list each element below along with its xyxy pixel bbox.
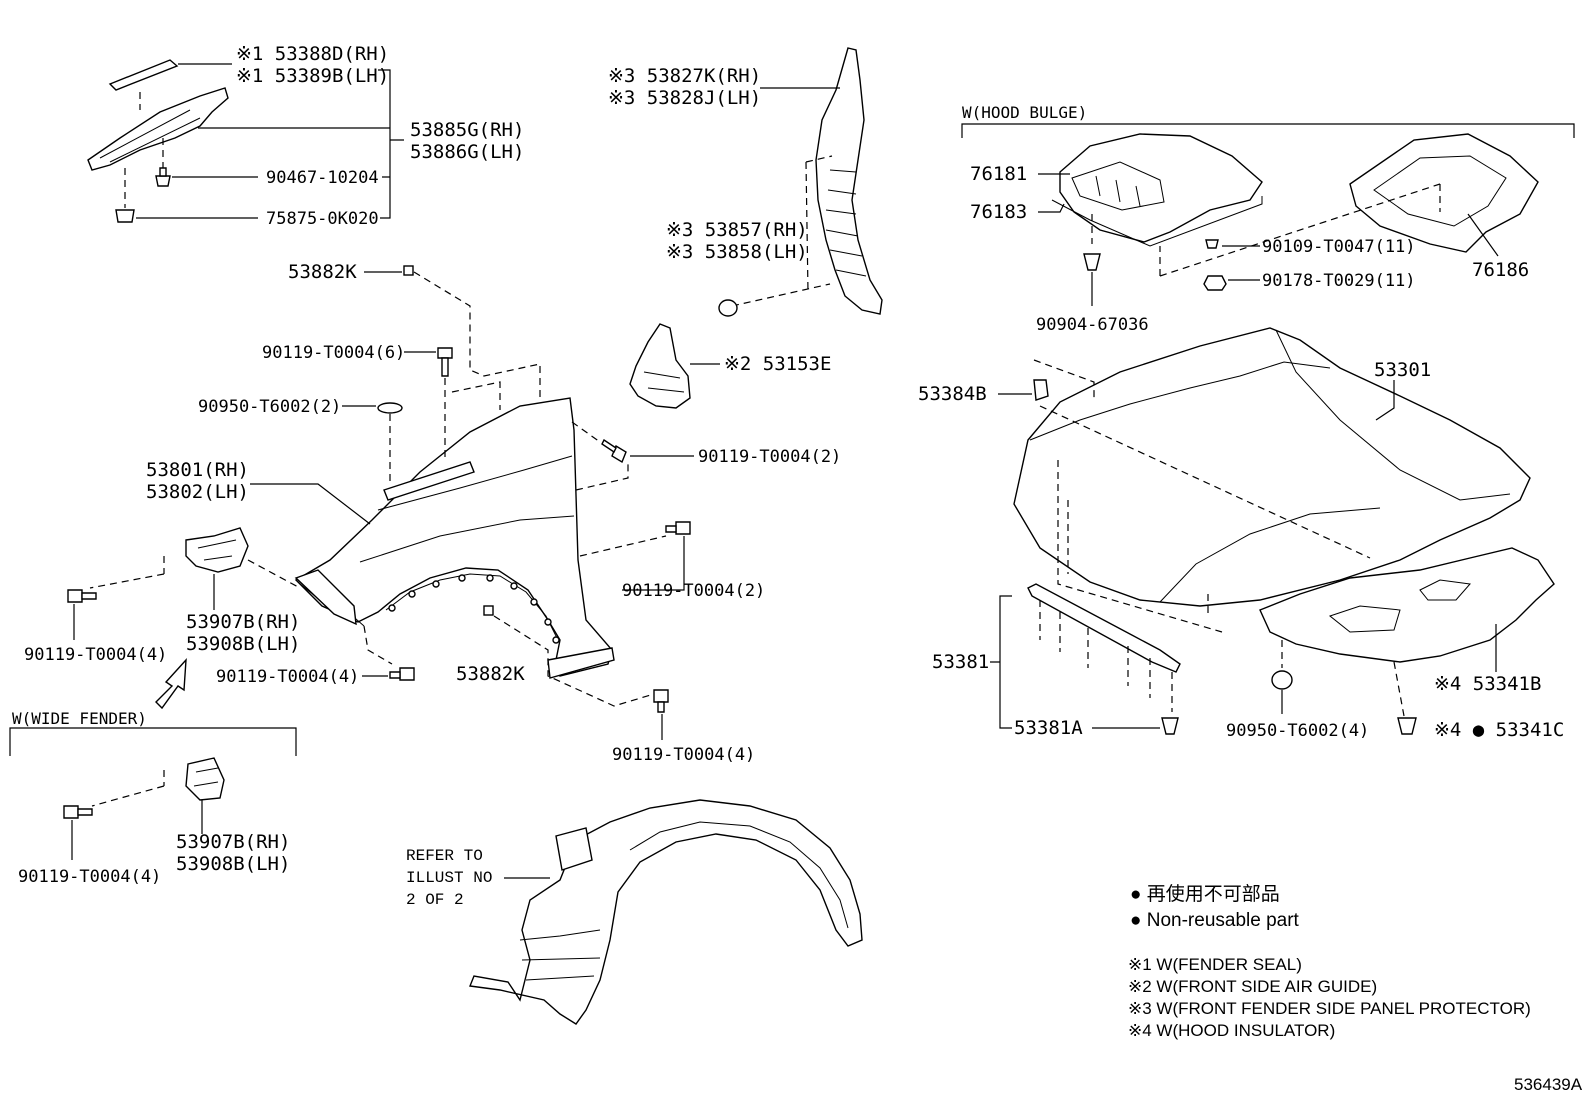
fender-rh-label: 53801(RH) <box>146 459 249 481</box>
legend-note4: ※4 W(HOOD INSULATOR) <box>1128 1021 1335 1040</box>
wide-fender-bracket-part[interactable] <box>185 757 225 801</box>
clip-90109-label: 90109-T0047(11) <box>1262 237 1416 257</box>
clip-icon[interactable] <box>1161 717 1179 735</box>
fender-seal-lh-label: ※1 53389B(LH) <box>236 65 389 87</box>
bolt-2-a-label: 90119-T0004(2) <box>698 447 841 467</box>
insulator-clip-label: ※4 ● 53341C <box>1434 719 1564 741</box>
cushion-53384b-label: 53384B <box>918 383 987 405</box>
wide-fender-label: W(WIDE FENDER) <box>12 709 147 728</box>
plug-2-label: 90950-T6002(2) <box>198 397 341 417</box>
bolt-6-label: 90119-T0004(6) <box>262 343 405 363</box>
hood-panel-part[interactable] <box>1013 327 1531 607</box>
bracket-rh-label: 53907B(RH) <box>186 611 300 633</box>
cushion-icon[interactable] <box>1033 379 1049 401</box>
bracket2-rh-label: 53907B(RH) <box>176 831 290 853</box>
seal-retainer-lh-label: 53886G(LH) <box>410 141 524 163</box>
hood-53301-label: 53301 <box>1374 359 1431 381</box>
nut-icon[interactable] <box>1203 275 1227 291</box>
pad-53882k-top[interactable] <box>403 265 414 276</box>
bolt-icon[interactable] <box>63 805 93 819</box>
clip-75875-label: 75875-0K020 <box>266 209 379 229</box>
legend-note2: ※2 W(FRONT SIDE AIR GUIDE) <box>1128 977 1377 996</box>
panel-protector-lh-label: ※3 53828J(LH) <box>608 87 761 109</box>
plug-icon[interactable] <box>377 402 403 414</box>
bolt-icon[interactable] <box>601 438 627 464</box>
panel-protector-part[interactable] <box>815 47 883 315</box>
clip-icon[interactable] <box>155 167 171 187</box>
bolt-4-a-label: 90119-T0004(4) <box>24 645 167 665</box>
bolt-4-d-label: 90119-T0004(4) <box>18 867 161 887</box>
seal-76186-label: 76186 <box>1472 259 1529 281</box>
fender-seal-rh-label: ※1 53388D(RH) <box>236 43 389 65</box>
bolt-4-b-label: 90119-T0004(4) <box>216 667 359 687</box>
fender-seal-strip[interactable] <box>108 59 179 91</box>
air-guide-group: ※2 53153E <box>629 323 831 409</box>
bolt-2-b-label: 90119-T0004(2) <box>622 581 765 601</box>
fender-bracket-part[interactable] <box>185 527 249 573</box>
hood-bulge-group: W(HOOD BULGE) 76181 76183 76186 90109-T0… <box>961 103 1575 335</box>
legend-note1: ※1 W(FENDER SEAL) <box>1128 955 1302 974</box>
wide-fender-group: W(WIDE FENDER) 53907B(RH) 53908B(LH) 901… <box>9 709 297 887</box>
legend-jp: ● 再使用不可部品 <box>1130 883 1280 905</box>
gasket-76183-label: 76183 <box>970 201 1027 223</box>
seal-retainer-part[interactable] <box>87 87 229 171</box>
panel-protector2-lh-label: ※3 53858(LH) <box>666 241 808 263</box>
bolt-icon[interactable] <box>437 347 453 377</box>
plug-icon[interactable] <box>1271 670 1293 690</box>
bolt-icon[interactable] <box>67 589 97 603</box>
nut-90178-label: 90178-T0029(11) <box>1262 271 1416 291</box>
front-arrow-icon <box>155 658 187 710</box>
panel-protector-rh-label: ※3 53827K(RH) <box>608 65 761 87</box>
clip-icon[interactable] <box>1397 717 1417 735</box>
clip-icon[interactable] <box>718 299 738 317</box>
seal-53381-label: 53381 <box>932 651 989 673</box>
fender-fasteners: 53882K 90119-T0004(6) 90950-T6002(2) 901… <box>198 261 841 765</box>
insulator-label: ※4 53341B <box>1434 673 1541 695</box>
front-fender-part[interactable] <box>294 397 613 677</box>
clip-icon[interactable] <box>1083 253 1101 271</box>
refer-line2: ILLUST NO <box>406 869 492 887</box>
fender-liner-group: REFER TO ILLUST NO 2 OF 2 <box>406 799 863 1025</box>
bracket-lh-label: 53908B(LH) <box>186 633 300 655</box>
clip-90904-label: 90904-67036 <box>1036 315 1149 335</box>
hood-group: 53301 53384B 53381 53381A 90950-T6002(4)… <box>918 327 1564 741</box>
air-guide-label: ※2 53153E <box>724 353 831 375</box>
scoop-76181-label: 76181 <box>970 163 1027 185</box>
seal-retainer-rh-label: 53885G(RH) <box>410 119 524 141</box>
fender-liner-part[interactable] <box>469 799 863 1025</box>
air-guide-part[interactable] <box>629 323 691 409</box>
plug-4-label: 90950-T6002(4) <box>1226 721 1369 741</box>
pad-53882k-bottom-label: 53882K <box>456 663 525 685</box>
clip-53381a-label: 53381A <box>1014 717 1083 739</box>
fender-lh-label: 53802(LH) <box>146 481 249 503</box>
bolt-icon[interactable] <box>389 667 415 681</box>
fender-bracket-group: 90119-T0004(4) 53907B(RH) 53908B(LH) <box>24 527 300 710</box>
pad-53882k-bottom[interactable] <box>483 605 494 616</box>
refer-line3: 2 OF 2 <box>406 891 464 909</box>
legend-note3: ※3 W(FRONT FENDER SIDE PANEL PROTECTOR) <box>1128 999 1531 1018</box>
legend: ● 再使用不可部品 ● Non-reusable part ※1 W(FENDE… <box>1128 883 1531 1040</box>
bolt-icon[interactable] <box>653 689 669 713</box>
hood-bulge-seal-part[interactable] <box>1349 133 1539 253</box>
panel-protector2-rh-label: ※3 53857(RH) <box>666 219 808 241</box>
illustration-code: 536439A <box>1514 1075 1583 1094</box>
pad-53882k-top-label: 53882K <box>288 261 357 283</box>
panel-protector-group: ※3 53827K(RH) ※3 53828J(LH) ※3 53857(RH)… <box>608 47 883 317</box>
refer-line1: REFER TO <box>406 847 483 865</box>
bolt-4-c-label: 90119-T0004(4) <box>612 745 755 765</box>
legend-en: ● Non-reusable part <box>1130 910 1300 931</box>
scoop-gasket-part[interactable] <box>1051 196 1263 247</box>
fender-seal-group: ※1 53388D(RH) ※1 53389B(LH) 53885G(RH) 5… <box>87 43 524 229</box>
bracket2-lh-label: 53908B(LH) <box>176 853 290 875</box>
clip-90467-label: 90467-10204 <box>266 168 379 188</box>
hood-insulator-part[interactable] <box>1259 547 1555 663</box>
clip-icon[interactable] <box>115 209 135 223</box>
hood-bulge-label: W(HOOD BULGE) <box>962 103 1087 122</box>
clip-icon[interactable] <box>1205 239 1219 249</box>
fender-group: 53801(RH) 53802(LH) <box>146 397 615 679</box>
bolt-icon[interactable] <box>665 521 691 535</box>
hood-seal-part[interactable] <box>1027 583 1181 673</box>
